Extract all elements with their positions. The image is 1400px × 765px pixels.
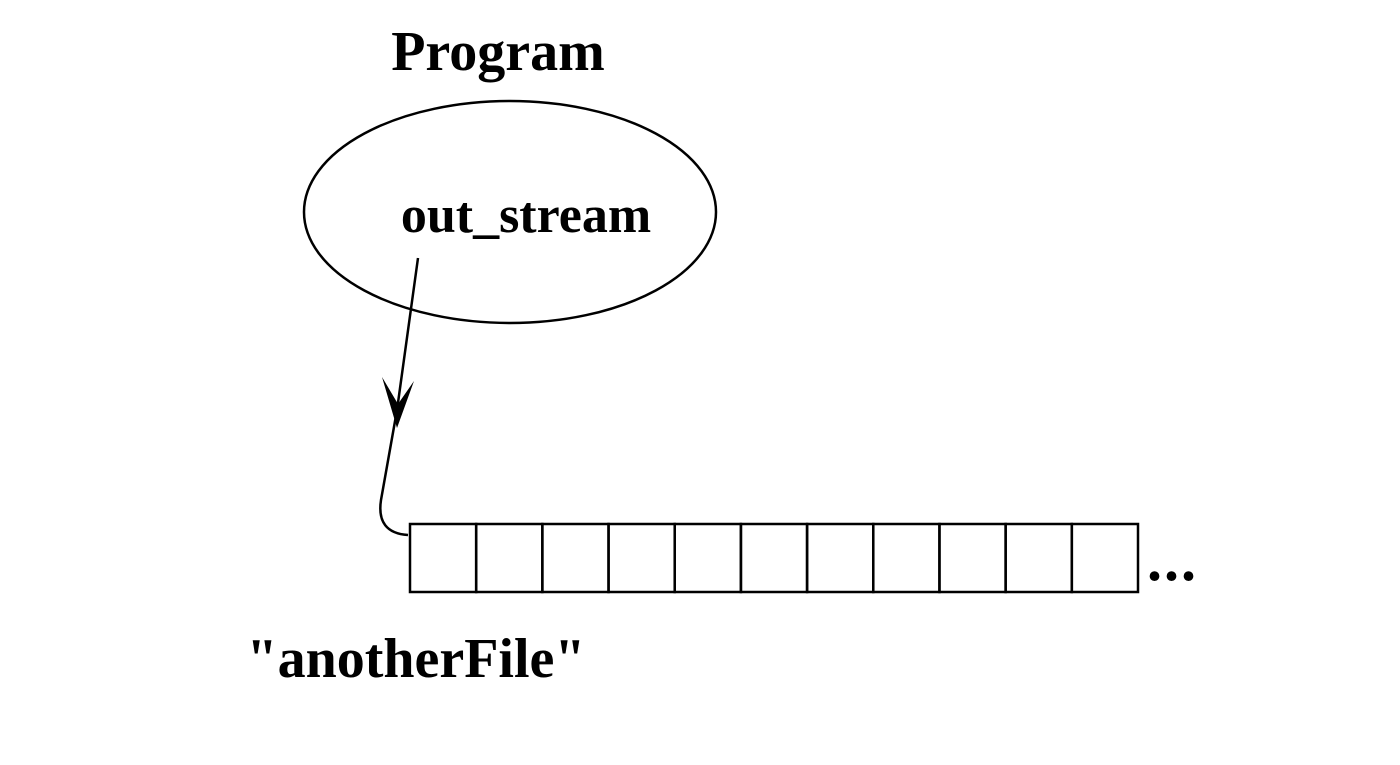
file-cell bbox=[739, 522, 809, 594]
file-cell bbox=[805, 522, 875, 594]
stream-connection-arrow bbox=[379, 257, 420, 537]
program-title: Program bbox=[391, 21, 605, 83]
continuation-ellipsis: ... bbox=[1147, 527, 1198, 593]
file-cell bbox=[872, 522, 941, 594]
program-ellipse bbox=[302, 99, 718, 325]
file-cell bbox=[1004, 522, 1074, 594]
file-cells bbox=[408, 522, 1140, 594]
file-cell bbox=[1070, 522, 1140, 594]
file-cell bbox=[938, 522, 1007, 594]
stream-variable-label: out_stream bbox=[401, 187, 651, 244]
file-cell bbox=[673, 522, 743, 594]
file-cell bbox=[408, 522, 478, 594]
file-cell bbox=[474, 522, 544, 594]
file-name-label: "anotherFile" bbox=[246, 628, 585, 690]
arrowhead-icon bbox=[382, 377, 414, 428]
file-cell bbox=[541, 522, 610, 594]
file-cell bbox=[607, 522, 676, 594]
